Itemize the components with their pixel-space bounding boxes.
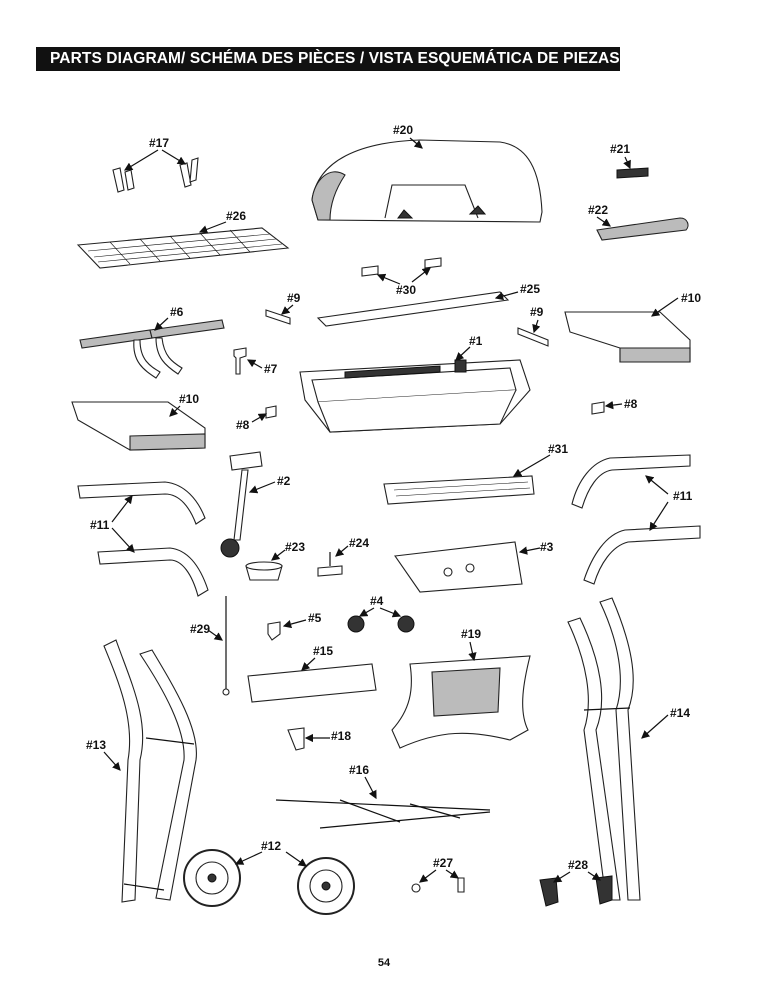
label-part-8-right: #8 (624, 397, 638, 411)
label-part-17: #17 (149, 136, 169, 150)
part-2-valve-manifold (220, 451, 263, 558)
label-part-6: #6 (170, 305, 184, 319)
label-part-10-right: #10 (681, 291, 701, 305)
label-part-27: #27 (433, 856, 453, 870)
label-part-19: #19 (461, 627, 481, 641)
part-9-bracket-right (517, 327, 549, 347)
label-part-11-right: #11 (673, 489, 693, 503)
label-part-30: #30 (396, 283, 416, 297)
part-5-fitting (267, 621, 281, 641)
label-part-10-left: #10 (179, 392, 199, 406)
part-17-hinges (112, 157, 199, 193)
part-10-side-shelf-right (564, 311, 691, 363)
part-24-bracket (317, 552, 343, 577)
label-part-3: #3 (540, 540, 554, 554)
label-part-26: #26 (226, 209, 246, 223)
page-number: 54 (377, 957, 391, 969)
part-31-panel (383, 475, 535, 505)
label-part-8-left: #8 (236, 418, 250, 432)
label-part-21: #21 (610, 142, 630, 156)
part-27-bolts (411, 877, 465, 893)
part-18-bracket (287, 727, 305, 751)
part-20-lid (311, 139, 543, 223)
page-title: PARTS DIAGRAM/ SCHÉMA DES PIÈCES / VISTA… (36, 47, 620, 71)
part-8-clip-right (591, 401, 605, 415)
part-14-right-frame (567, 597, 641, 901)
part-29-rod (222, 596, 230, 696)
label-part-31: #31 (548, 442, 568, 456)
label-part-5: #5 (308, 611, 322, 625)
label-part-2: #2 (277, 474, 291, 488)
label-part-24: #24 (349, 536, 369, 550)
label-part-20: #20 (393, 123, 413, 137)
label-part-23: #23 (285, 540, 305, 554)
part-4-knobs (347, 615, 415, 633)
part-30-clips (361, 257, 442, 277)
part-7-igniter (233, 347, 247, 375)
label-part-7: #7 (264, 362, 278, 376)
label-part-9-right: #9 (530, 305, 544, 319)
part-15-bottom-panel (247, 663, 377, 703)
label-part-15: #15 (313, 644, 333, 658)
part-13-left-frame (103, 639, 197, 903)
part-11-leg-tubes-right (571, 454, 701, 585)
part-21-bracket (616, 167, 649, 179)
label-part-1: #1 (469, 334, 483, 348)
part-11-leg-tubes-left (77, 481, 209, 597)
label-part-16: #16 (349, 763, 369, 777)
label-part-13: #13 (86, 738, 106, 752)
part-26-cooking-grate (76, 227, 290, 269)
part-8-clip-left (265, 405, 277, 419)
part-6-burners (79, 319, 225, 379)
part-9-bracket-left (265, 309, 291, 325)
part-23-grease-cup (245, 561, 283, 581)
part-28-fittings (539, 875, 613, 907)
label-part-28: #28 (568, 858, 588, 872)
part-22-handle (596, 217, 689, 241)
label-part-9-left: #9 (287, 291, 301, 305)
label-part-4: #4 (370, 594, 384, 608)
part-25-heat-shield (316, 291, 510, 327)
label-part-11-left: #11 (90, 518, 110, 532)
part-12-wheels (183, 849, 355, 915)
label-part-14: #14 (670, 706, 690, 720)
part-1-firebox (299, 359, 531, 433)
label-part-22: #22 (588, 203, 608, 217)
part-19-front-panel (391, 655, 531, 749)
label-part-29: #29 (190, 622, 210, 636)
label-part-12: #12 (261, 839, 281, 853)
part-16-wire-rack (275, 799, 491, 829)
part-3-control-panel (394, 541, 523, 593)
label-part-18: #18 (331, 729, 351, 743)
label-part-25: #25 (520, 282, 540, 296)
part-10-side-shelf-left (71, 401, 206, 451)
